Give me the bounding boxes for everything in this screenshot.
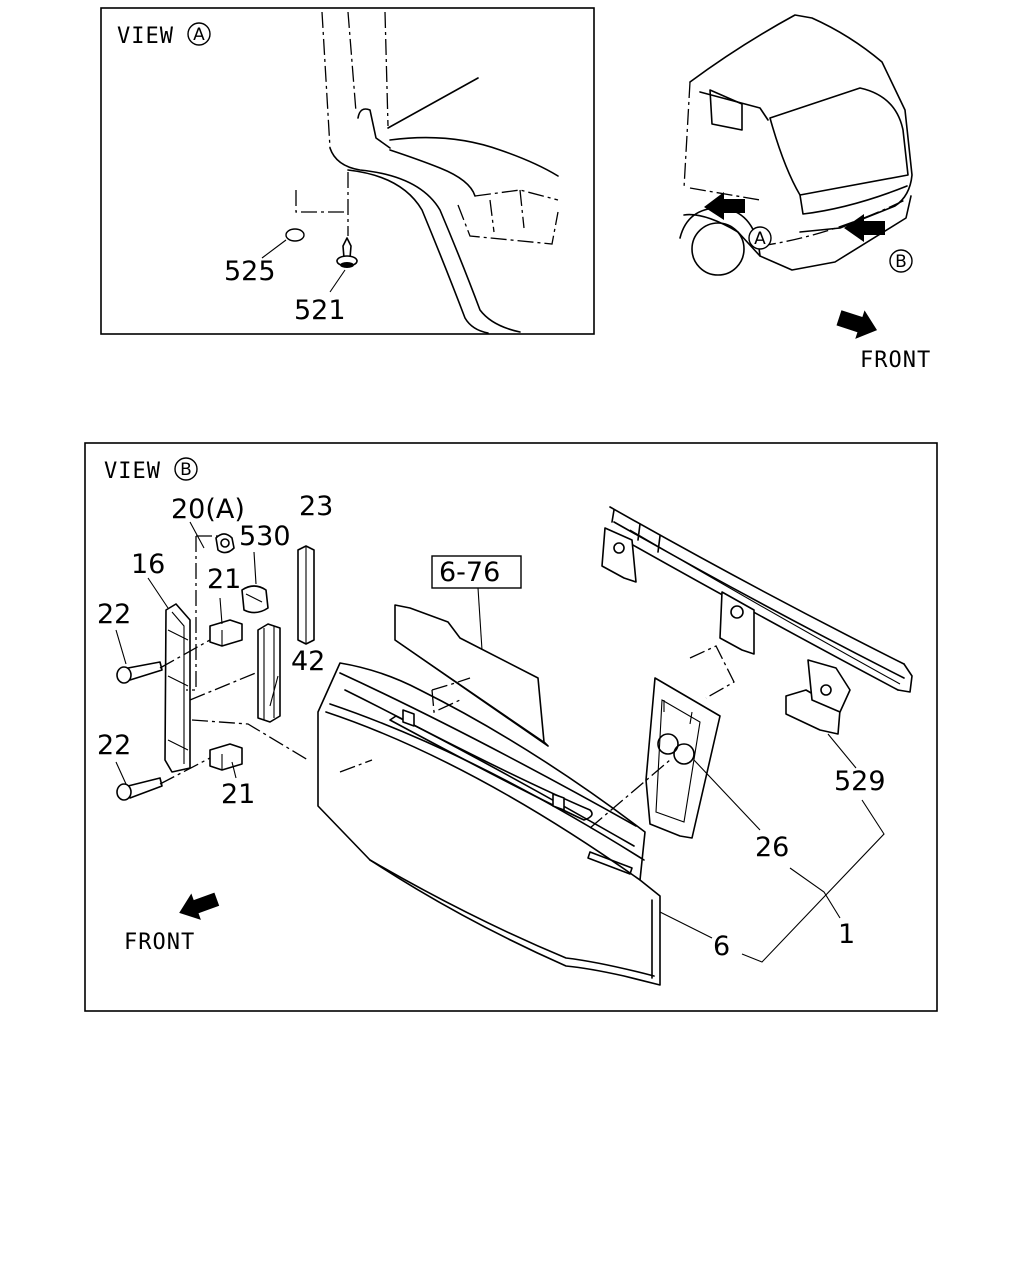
label-21-bottom: 21	[221, 779, 255, 810]
assembly-lines	[159, 535, 735, 829]
part-22-screw-bottom	[116, 777, 163, 801]
view-a-marker: A	[187, 22, 211, 46]
part-521-screw	[336, 237, 358, 268]
front-label-bottom: FRONT	[124, 930, 195, 955]
part-6-76-insulator	[394, 604, 549, 747]
arrow-view-a	[704, 192, 745, 220]
label-16: 16	[131, 549, 165, 580]
view-a-leaders	[261, 172, 349, 293]
label-521: 521	[294, 295, 346, 326]
label-26: 26	[755, 832, 789, 863]
view-a-panel: VIEW A	[100, 7, 595, 335]
part-22-screw-top	[116, 661, 163, 684]
svg-text:A: A	[193, 25, 205, 45]
part-21-clip-top	[209, 619, 243, 647]
view-b-panel: VIEW B	[84, 442, 938, 1012]
part-23-strip	[297, 545, 315, 645]
label-22-bottom: 22	[97, 730, 131, 761]
label-22-top: 22	[97, 599, 131, 630]
front-arrow-bottom-icon	[179, 892, 220, 920]
leader-lines	[115, 521, 885, 963]
part-21-clip-bottom	[209, 743, 243, 771]
label-20a: 20(A)	[171, 494, 245, 525]
label-6: 6	[713, 931, 730, 962]
svg-text:B: B	[895, 252, 907, 272]
label-529: 529	[834, 766, 886, 797]
part-530-cap	[241, 585, 269, 614]
part-42-seal	[257, 623, 281, 723]
view-a-frame	[100, 7, 595, 335]
part-16-side-trim	[164, 603, 191, 773]
label-530: 530	[239, 521, 291, 552]
part-cross-member	[601, 506, 913, 693]
label-525: 525	[224, 256, 276, 287]
label-6-76-box	[431, 555, 522, 589]
cab-interior-drawing	[321, 11, 559, 334]
label-1: 1	[838, 919, 855, 950]
overview-marker-a: A	[748, 226, 772, 250]
part-20a-clip	[215, 533, 235, 554]
label-6-76: 6-76	[439, 557, 500, 588]
part-26-bracket	[645, 677, 721, 839]
label-21-top: 21	[207, 564, 241, 595]
label-42: 42	[291, 646, 325, 677]
svg-text:B: B	[180, 460, 192, 480]
truck-overview: A B FRONT	[679, 14, 931, 373]
front-label-top: FRONT	[860, 348, 931, 373]
part-529-bracket	[785, 659, 851, 735]
view-b-frame	[84, 442, 938, 1012]
part-525-plug	[285, 228, 305, 242]
svg-text:A: A	[754, 229, 766, 249]
view-b-marker: B	[174, 457, 198, 481]
view-b-title: VIEW	[104, 459, 161, 484]
part-6-front-panel	[317, 662, 661, 986]
overview-marker-b: B	[889, 249, 913, 273]
arrow-view-b	[844, 214, 885, 242]
view-a-title: VIEW	[117, 24, 174, 49]
label-23: 23	[299, 491, 333, 522]
front-arrow-icon	[836, 310, 878, 339]
